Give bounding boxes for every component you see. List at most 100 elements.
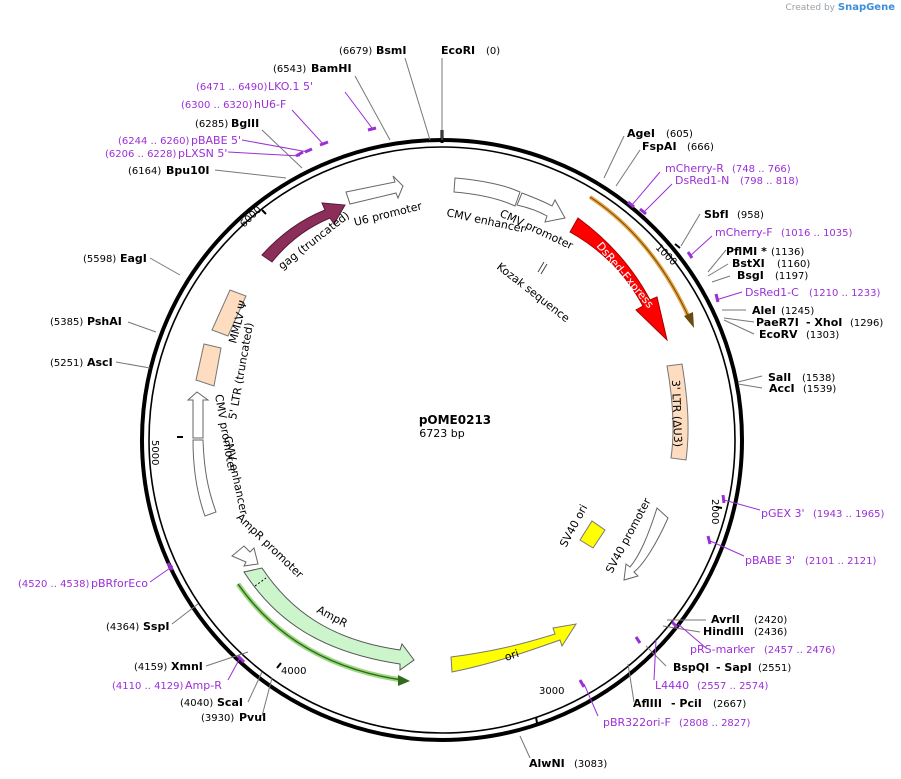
orf-arc-ampr-head: [398, 675, 410, 686]
primer-pbabe5-pos: (6244 .. 6260): [118, 136, 190, 147]
feature-u6-promoter: [345, 175, 404, 205]
primer-pbabe5: pBABE 5': [191, 134, 241, 147]
backbone-inner: [148, 146, 736, 734]
site-sbfi-pos: (958): [737, 210, 764, 221]
site-ecori: EcoRI: [441, 44, 475, 57]
orf-arc-dsred-line: [589, 196, 691, 321]
primer-l4440-pos: (2557 .. 2574): [697, 681, 769, 692]
site-bsgi: BsgI: [737, 269, 764, 282]
site-acci-pos: (1539): [803, 384, 836, 395]
tick-marks: [177, 209, 723, 724]
primer-mcherryr: mCherry-R: [665, 162, 724, 175]
site-hindiii: HindIII: [703, 625, 744, 638]
feature-label-ampr-promoter: AmpR promoter: [234, 511, 306, 581]
orf-arc-dsred-head: [684, 312, 694, 328]
site-ecorv-pos: (1303): [806, 330, 839, 341]
feature-label-3ltr: 3' LTR (ΔU3): [669, 380, 684, 448]
site-pvui-pos: (3930): [201, 713, 234, 724]
feature-label-ori: ori: [503, 647, 521, 664]
feature-label-u6-promoter: U6 promoter: [353, 199, 424, 229]
site-scai: ScaI: [217, 696, 243, 709]
site-asci: AscI: [87, 356, 113, 369]
site-bstxi: BstXI: [732, 257, 765, 270]
tick-label-6000: 6000: [238, 204, 264, 230]
feature-kozak-mark-1: [537, 261, 545, 273]
primer-ampr-pos: (4110 .. 4129): [112, 681, 184, 692]
primer-pbrforeco-pos: (4520 .. 4538): [18, 579, 90, 590]
site-sspi: SspI: [143, 620, 169, 633]
site-pshai: PshAI: [87, 315, 122, 328]
enzyme-sites: EcoRI (0) (6679) BsmI (6543) BamHI (6285…: [50, 44, 883, 770]
tick-label-5000: 5000: [149, 440, 160, 465]
primer-dsred1c: DsRed1-C: [745, 286, 799, 299]
tick-label-3000: 3000: [539, 686, 564, 697]
site-sspi-pos: (4364): [106, 622, 139, 633]
site-afliii: AflIII: [633, 697, 662, 710]
site-pflmi: PflMI *: [726, 245, 767, 258]
site-acci: AccI: [769, 382, 795, 395]
primer-ampr: Amp-R: [185, 679, 222, 692]
site-hindiii-pos: (2436): [754, 627, 787, 638]
primer-mcherryr-pos: (748 .. 766): [732, 164, 791, 175]
site-pvui: PvuI: [239, 711, 266, 724]
feature-ampr-promoter: [231, 545, 259, 567]
site-ecori-pos: (0): [486, 46, 500, 57]
primer-mcherryf-pos: (1016 .. 1035): [781, 228, 853, 239]
site-alwni-pos: (3083): [574, 759, 607, 770]
site-leaders: [115, 57, 763, 759]
site-alei-pos: (1245): [781, 306, 814, 317]
feature-mmlv-psi: [211, 289, 247, 337]
primer-hu6f: hU6-F: [254, 98, 286, 111]
primer-lko1-pos: (6471 .. 6490): [196, 82, 268, 93]
primer-mcherryf: mCherry-F: [715, 226, 773, 239]
site-avrii-pos: (2420): [754, 615, 787, 626]
primer-pbr322orif: pBR322ori-F: [603, 716, 671, 729]
site-ecorv: EcoRV: [759, 328, 798, 341]
site-bamhi: BamHI: [311, 62, 352, 75]
snapgene-credit: Created by SnapGene: [785, 2, 895, 13]
primer-pbr322orif-pos: (2808 .. 2827): [679, 718, 751, 729]
site-bpu10i: Bpu10I: [166, 164, 210, 177]
site-pcii-pos: (2667): [713, 699, 746, 710]
feature-ampr: [243, 567, 415, 671]
orf-arc-ampr-line: [237, 583, 403, 681]
site-fspai-pos: (666): [687, 142, 714, 153]
site-bglii-pos: (6285): [195, 119, 228, 130]
plasmid-length: 6723 bp: [419, 427, 464, 440]
site-alwni: AlwNI: [529, 757, 565, 770]
primer-hu6f-pos: (6300 .. 6320): [181, 100, 253, 111]
feature-ori: [450, 623, 578, 673]
feature-cmv-enhancer-left: [192, 439, 217, 517]
site-scai-pos: (4040): [180, 698, 213, 709]
site-sapi-pos: (2551): [758, 663, 791, 674]
primer-pgex3-pos: (1943 .. 1965): [813, 509, 885, 520]
site-xhoi: - XhoI: [806, 316, 842, 329]
site-pflmi-pos: (1136): [771, 247, 804, 258]
site-bsmi: BsmI: [376, 44, 407, 57]
site-pshai-pos: (5385): [50, 317, 83, 328]
feature-gag-truncated: [261, 202, 346, 263]
site-eagi: EagI: [120, 252, 147, 265]
primer-dsred1n: DsRed1-N: [675, 174, 729, 187]
site-bstxi-pos: (1160): [777, 259, 810, 270]
snapgene-logo: SnapGene: [837, 2, 895, 13]
site-bsgi-pos: (1197): [775, 271, 808, 282]
site-xmni-pos: (4159): [134, 662, 167, 673]
site-bspqi: BspQI: [673, 661, 709, 674]
primer-pbabe3-pos: (2101 .. 2121): [805, 556, 877, 567]
feature-cmv-enhancer-top: [453, 177, 521, 207]
primer-plxsn5-pos: (6206 .. 6228): [105, 149, 177, 160]
site-fspai: FspAI: [642, 140, 677, 153]
site-bsmi-pos: (6679): [339, 46, 372, 57]
site-sbfi: SbfI: [704, 208, 729, 221]
feature-label-sv40-promoter: SV40 promoter: [603, 496, 654, 576]
primer-pgex3: pGEX 3': [761, 507, 805, 520]
primer-leaders: [149, 91, 761, 717]
site-sapi: - SapI: [716, 661, 752, 674]
site-avrii: AvrII: [711, 613, 740, 626]
site-bglii: BglII: [231, 117, 259, 130]
site-pcii: - PciI: [671, 697, 702, 710]
primer-pbrforeco: pBRforEco: [91, 577, 148, 590]
feature-sv40-promoter: [623, 507, 669, 581]
site-paer7i: PaeR7I: [756, 316, 799, 329]
